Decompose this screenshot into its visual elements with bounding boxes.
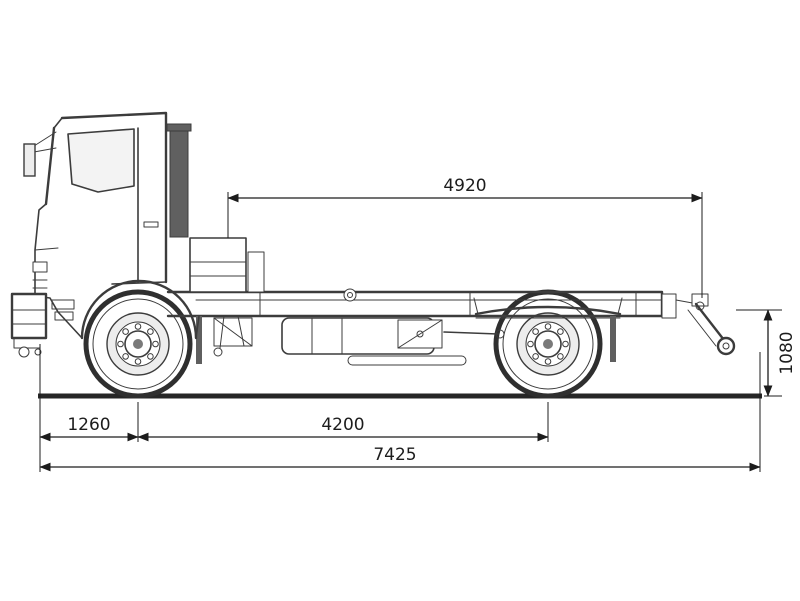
dimension-label-4920: 4920 xyxy=(443,176,486,196)
side-mirror xyxy=(23,143,36,177)
windshield-edge xyxy=(44,126,56,206)
dimension-overall-length: 7425 xyxy=(39,352,761,472)
rear-hitch xyxy=(661,293,736,356)
rear-hub xyxy=(534,330,562,358)
front-mudflap xyxy=(196,316,202,364)
engine-box xyxy=(189,237,247,293)
front-wheel xyxy=(83,289,193,399)
truck-side-view xyxy=(10,111,736,399)
leaf-spring xyxy=(474,305,622,316)
behind-cab-equipment xyxy=(166,123,265,364)
front-hub xyxy=(124,330,152,358)
rear-mudflap xyxy=(610,316,616,362)
fuel-tank-straps xyxy=(311,317,343,355)
air-reservoir xyxy=(347,355,467,366)
frame-ring-fitting xyxy=(343,288,357,302)
dimension-wheelbase: 4200 xyxy=(137,402,549,442)
hitch-arm xyxy=(694,302,726,342)
driveshaft xyxy=(443,331,499,335)
steering-linkage xyxy=(219,315,245,349)
hitch-eye xyxy=(716,336,736,356)
frame-crossmembers xyxy=(259,291,637,317)
front-bumper xyxy=(10,292,48,358)
cab-front-panel xyxy=(34,203,47,297)
rear-lug-nuts xyxy=(527,323,569,365)
rear-tire-inner xyxy=(502,298,594,390)
front-tire-inner xyxy=(92,298,184,390)
cab-roof-and-rear xyxy=(60,111,168,284)
exhaust-stack-cap xyxy=(166,123,192,132)
rear-suspension xyxy=(473,297,623,362)
dimensions: 4920 1080 1260 4200 7425 xyxy=(39,176,797,472)
side-window xyxy=(67,128,135,193)
midframe-equipment xyxy=(281,317,505,366)
dimension-rear-frame-height: 1080 xyxy=(736,309,797,397)
cab-step-upper xyxy=(51,299,75,310)
grille-slats xyxy=(32,279,48,289)
dimension-label-1260: 1260 xyxy=(67,415,110,435)
spring-hangers xyxy=(473,297,623,315)
front-lug-nuts xyxy=(117,323,159,365)
tow-hook xyxy=(18,346,30,358)
front-wheel-arch xyxy=(80,279,198,340)
door-handle xyxy=(143,221,159,228)
headlight xyxy=(32,261,48,273)
cab-step-lower xyxy=(54,311,74,321)
dimension-label-4200: 4200 xyxy=(321,415,364,435)
dimension-label-1080: 1080 xyxy=(777,331,797,374)
cab xyxy=(23,111,200,340)
mirror-arms xyxy=(33,131,57,153)
dimension-cab-to-rear-end: 4920 xyxy=(227,176,703,298)
exhaust-stack xyxy=(169,130,189,238)
dimension-front-overhang: 1260 xyxy=(39,344,139,472)
dimension-label-7425: 7425 xyxy=(373,445,416,465)
